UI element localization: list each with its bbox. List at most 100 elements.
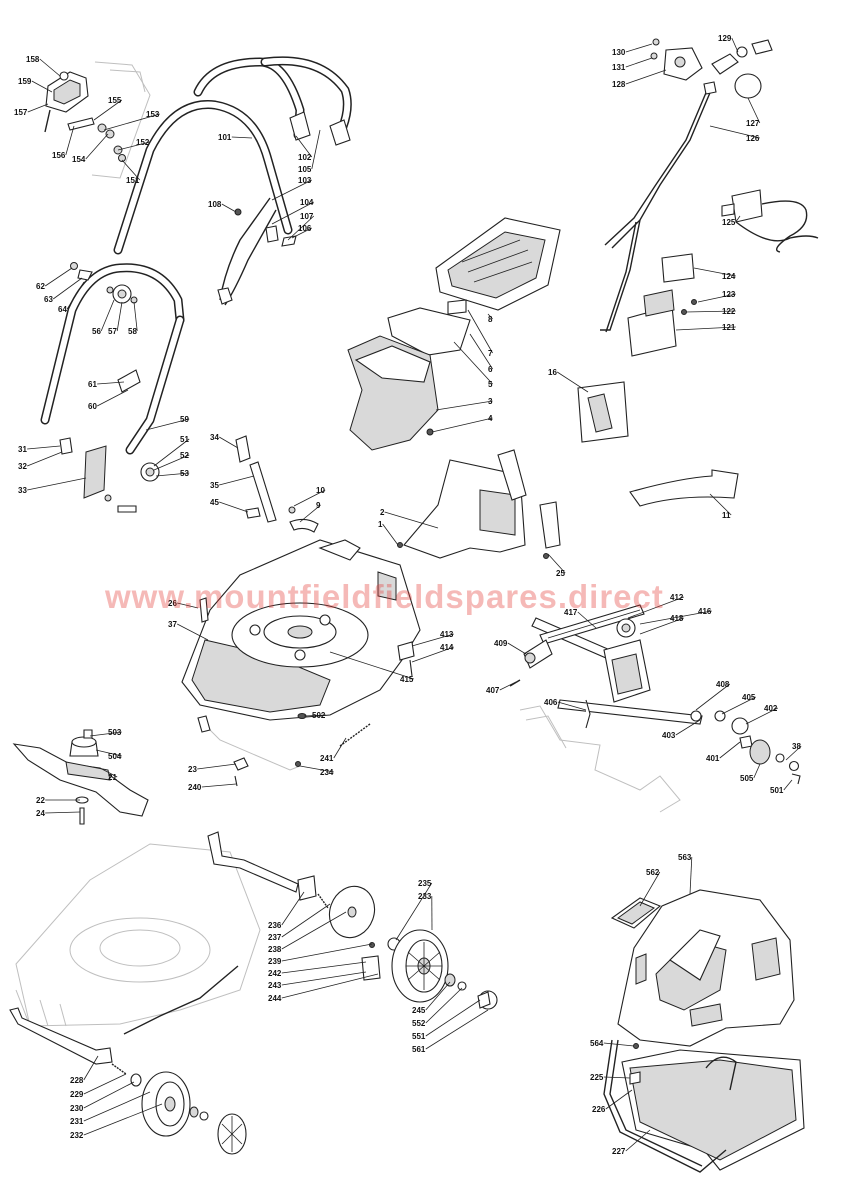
- callout-123: 123: [722, 290, 736, 299]
- callout-230: 230: [70, 1104, 84, 1113]
- callout-126: 126: [746, 134, 760, 143]
- callout-leader: [675, 326, 736, 331]
- callout-104: 104: [300, 198, 314, 207]
- callout-228: 228: [70, 1076, 84, 1085]
- callout-leader: [121, 159, 141, 181]
- ghost-deck-outline: [15, 843, 261, 1027]
- callout-564: 564: [590, 1039, 604, 1048]
- callout-122: 122: [722, 307, 736, 316]
- callout-leader: [231, 136, 253, 139]
- callout-leader: [31, 80, 53, 93]
- callout-9: 9: [316, 501, 321, 510]
- callout-leader: [271, 179, 312, 201]
- rear-cover-assembly: [347, 217, 561, 451]
- callout-leader: [411, 646, 454, 663]
- callout-237: 237: [268, 933, 282, 942]
- callout-11: 11: [722, 511, 731, 520]
- callout-leader: [45, 811, 81, 814]
- callout-leader: [39, 58, 61, 77]
- callout-159: 159: [18, 77, 32, 86]
- callout-108: 108: [208, 200, 222, 209]
- callout-3: 3: [488, 397, 493, 406]
- callout-416: 416: [698, 607, 712, 616]
- callout-leader: [27, 451, 63, 467]
- callout-leader: [218, 436, 239, 449]
- callout-244: 244: [268, 994, 282, 1003]
- callout-57: 57: [108, 327, 117, 336]
- callout-leader: [395, 882, 433, 941]
- blade-assembly: [12, 729, 149, 825]
- callout-8: 8: [488, 315, 493, 324]
- callout-156: 156: [52, 151, 66, 160]
- front-wheel-assembly: [123, 831, 498, 1035]
- callout-154: 154: [72, 155, 86, 164]
- callout-235: 235: [418, 879, 432, 888]
- callout-leader: [281, 911, 347, 950]
- drive-gearbox-assembly: [509, 604, 801, 813]
- callout-leader: [117, 141, 150, 151]
- callout-60: 60: [88, 402, 97, 411]
- callout-leader: [177, 602, 199, 609]
- callout-leader: [675, 719, 701, 736]
- callout-leader: [281, 891, 305, 926]
- callout-22: 22: [36, 796, 45, 805]
- callout-34: 34: [210, 433, 219, 442]
- callout-151: 151: [126, 176, 140, 185]
- callout-leader: [639, 617, 684, 635]
- callout-leader: [295, 135, 313, 158]
- callout-130: 130: [612, 48, 626, 57]
- callout-leader: [435, 400, 493, 411]
- callout-501: 501: [770, 786, 784, 795]
- callout-33: 33: [18, 486, 27, 495]
- handle-assembly: [40, 56, 352, 513]
- callout-229: 229: [70, 1090, 84, 1099]
- callout-407: 407: [486, 686, 500, 695]
- callout-leader: [625, 57, 653, 68]
- callout-leader: [709, 493, 732, 516]
- callout-24: 24: [36, 809, 45, 818]
- callout-leader: [52, 277, 83, 300]
- callout-leader: [83, 1081, 135, 1109]
- callout-241: 241: [320, 754, 334, 763]
- callout-leader: [731, 37, 739, 53]
- callout-103: 103: [298, 176, 312, 185]
- callout-35: 35: [210, 481, 219, 490]
- callout-leader: [425, 1009, 489, 1050]
- callout-leader: [382, 523, 399, 546]
- callout-53: 53: [180, 469, 189, 478]
- callout-240: 240: [188, 783, 202, 792]
- rear-wheel-assembly: [9, 1007, 247, 1155]
- callout-leader: [783, 779, 793, 791]
- callout-leader: [27, 477, 87, 491]
- callout-leader: [83, 1073, 127, 1095]
- rear-linkage: [197, 715, 371, 787]
- callout-10: 10: [316, 486, 325, 495]
- callout-leader: [431, 417, 493, 433]
- callout-7: 7: [488, 349, 493, 358]
- callout-leader: [133, 301, 138, 332]
- callout-leader: [499, 681, 517, 691]
- callout-552: 552: [412, 1019, 426, 1028]
- callout-leader: [293, 489, 326, 507]
- callout-243: 243: [268, 981, 282, 990]
- callout-leader: [219, 501, 249, 513]
- callout-563: 563: [678, 853, 692, 862]
- callout-38: 38: [792, 742, 801, 751]
- callout-leader: [745, 707, 778, 725]
- callout-414: 414: [440, 643, 454, 652]
- callout-leader: [453, 341, 493, 385]
- callout-leader: [281, 971, 367, 986]
- callout-leader: [603, 1076, 631, 1079]
- callout-131: 131: [612, 63, 626, 72]
- callout-leader: [333, 737, 347, 759]
- callout-64: 64: [58, 305, 67, 314]
- callout-leader: [93, 99, 123, 121]
- grassbox-handle: [629, 469, 739, 507]
- callout-124: 124: [722, 272, 736, 281]
- callout-408: 408: [716, 680, 730, 689]
- callout-leader: [411, 633, 454, 647]
- callout-leader: [425, 987, 463, 1024]
- callout-158: 158: [26, 55, 40, 64]
- callout-leader: [735, 215, 741, 223]
